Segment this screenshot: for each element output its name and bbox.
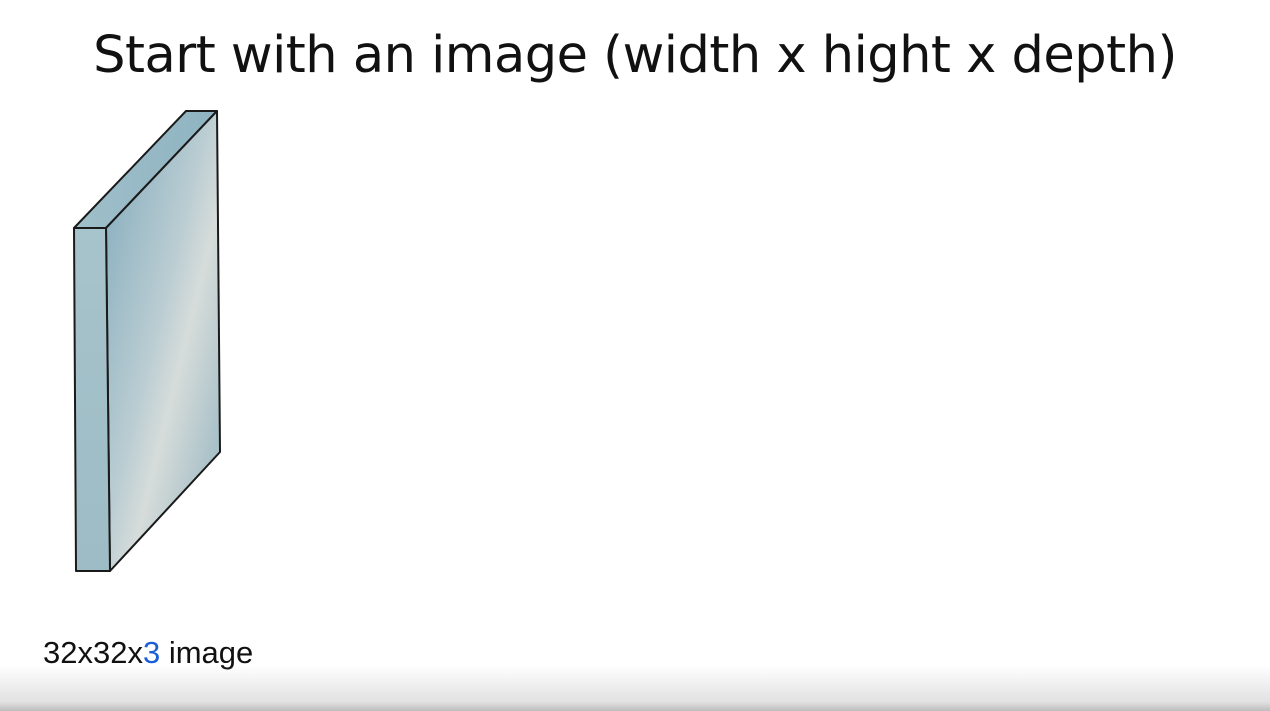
slide-title: Start with an image (width x hight x dep… xyxy=(93,26,1177,85)
volume-front-face xyxy=(73,227,111,572)
caption-depth-value: 3 xyxy=(142,635,161,670)
bottom-shadow xyxy=(0,665,1270,711)
image-volume-illustration xyxy=(73,110,221,572)
caption-suffix: image xyxy=(160,635,254,670)
caption-dimensions: 32x32x xyxy=(43,635,143,670)
image-size-caption: 32x32x3 image xyxy=(43,634,253,672)
